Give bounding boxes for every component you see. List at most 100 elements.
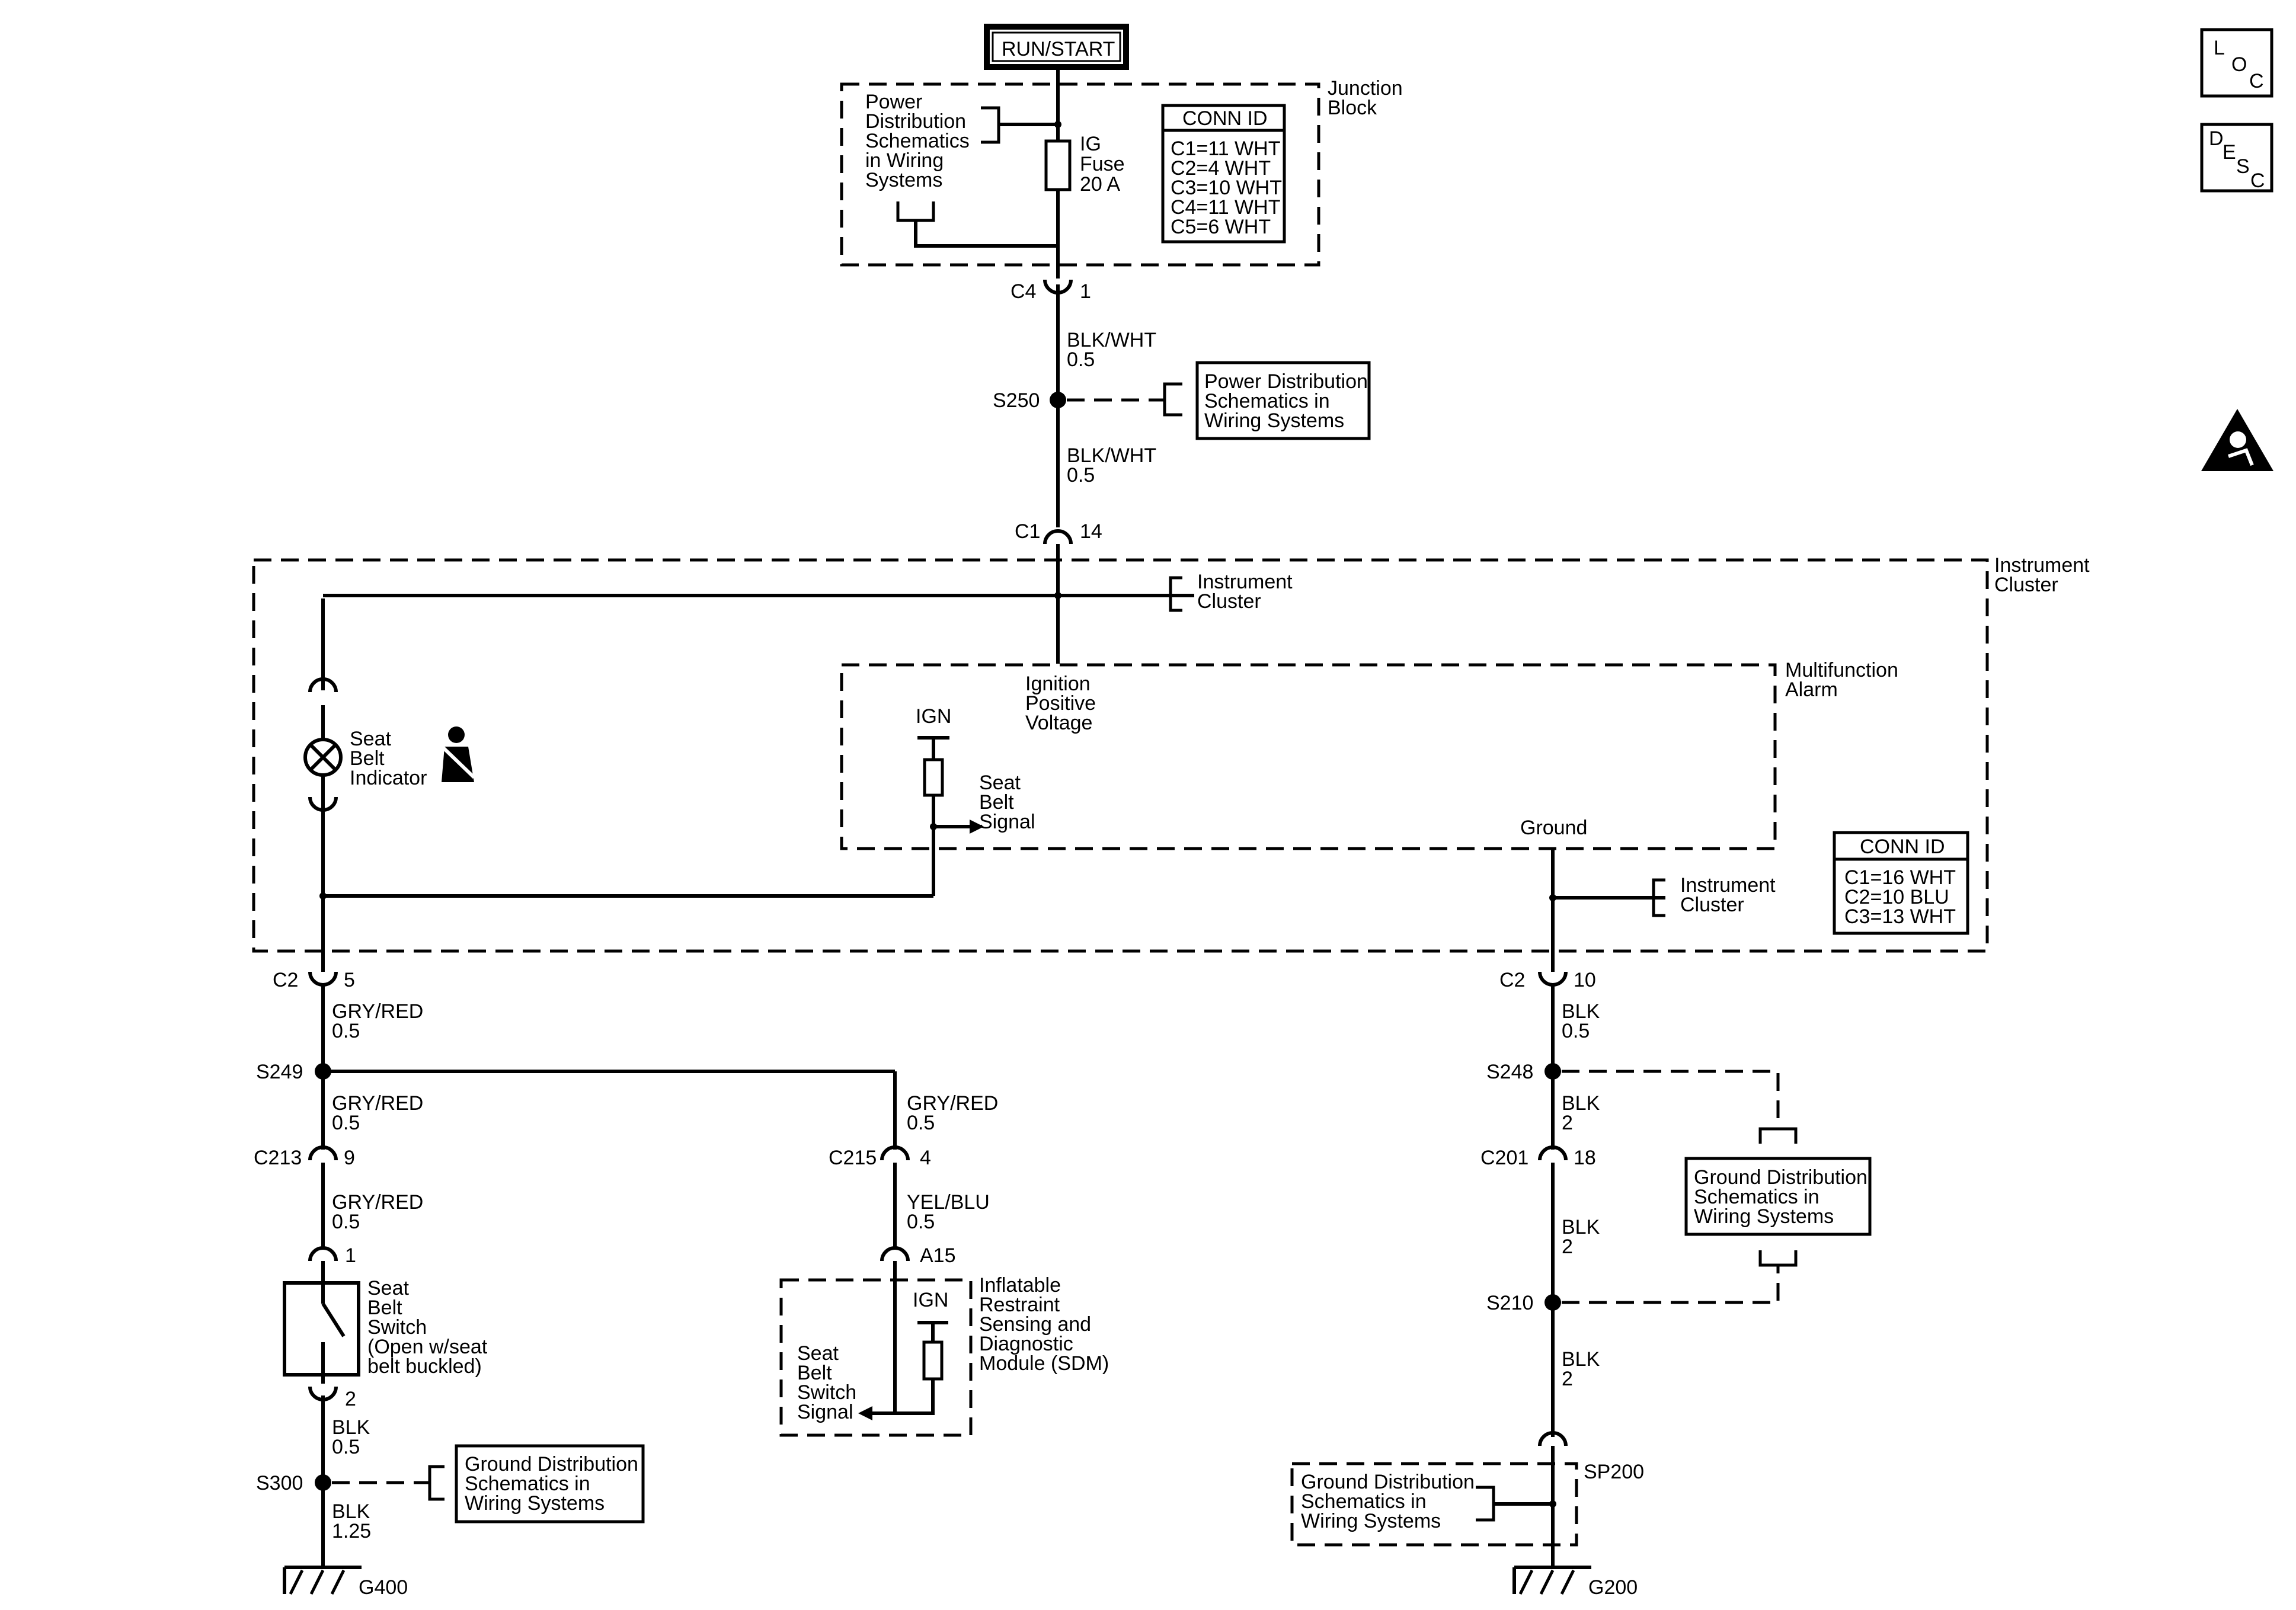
diagram-label: Distribution	[865, 110, 966, 133]
diagram-label: IGN	[916, 705, 951, 728]
diagram-label: Belt	[367, 1297, 402, 1319]
diagram-label: Instrument	[1680, 874, 1776, 897]
diagram-label: S300	[256, 1472, 303, 1494]
diagram-label: Belt	[797, 1362, 832, 1384]
g200-ground-symbol	[1512, 1566, 1591, 1595]
diagram-label: Schematics in	[1301, 1490, 1427, 1513]
diagram-label: Power Distribution	[1204, 370, 1368, 393]
s250-splice	[1050, 392, 1066, 408]
diagram-label: S210	[1486, 1292, 1533, 1314]
diagram-label: in Wiring	[865, 149, 944, 172]
g400-ground-symbol	[283, 1566, 362, 1595]
diagram-label: IGN	[913, 1289, 948, 1311]
c1-connector	[1043, 529, 1073, 545]
diagram-label: Instrument	[1994, 554, 2090, 577]
diagram-label: Cluster	[1197, 590, 1261, 613]
diagram-label: 20 A	[1080, 173, 1120, 196]
ig-fuse-symbol	[1044, 139, 1072, 191]
diagram-label: 2	[345, 1388, 356, 1410]
diagram-label: Instrument	[1197, 571, 1293, 593]
diagram-label: 1	[1080, 280, 1091, 303]
diagram-label: Switch	[797, 1381, 856, 1404]
diagram-label: Wiring Systems	[1301, 1510, 1441, 1532]
diagram-label: 4	[920, 1147, 931, 1169]
diagram-label: Schematics in	[1694, 1186, 1819, 1208]
diagram-label: C1=11 WHT	[1171, 137, 1280, 160]
run-start-box: RUN/START	[984, 24, 1129, 70]
diagram-label: Sensing and	[979, 1313, 1091, 1336]
diagram-label: Switch	[367, 1316, 427, 1339]
diagram-label: BLK	[1562, 1092, 1600, 1115]
diagram-label: BLK	[1562, 1000, 1600, 1023]
diagram-label: C4	[1011, 280, 1036, 303]
diagram-label: BLK	[1562, 1216, 1600, 1238]
diagram-label: BLK	[332, 1416, 370, 1439]
left-branch: C2 5 GRY/RED 0.5 S249 GRY/RED 0.5 C213 9…	[254, 969, 895, 1599]
diagram-label: 0.5	[332, 1112, 360, 1134]
diagram-label: Belt	[350, 747, 385, 770]
junction-block: Junction Block Power Distribution Schema…	[840, 77, 1403, 267]
diagram-label: C4=11 WHT	[1171, 196, 1280, 219]
diagram-label: Ground	[1520, 817, 1587, 839]
diagram-label: Ground Distribution	[1301, 1471, 1475, 1493]
diagram-label: 14	[1080, 520, 1102, 543]
diagram-label: 0.5	[332, 1436, 360, 1458]
diagram-label: D	[2209, 127, 2224, 150]
diagram-label: C3=10 WHT	[1171, 177, 1282, 199]
diagram-label: Diagnostic	[979, 1333, 1073, 1355]
diagram-label: Seat	[979, 772, 1021, 794]
diagram-label: Indicator	[350, 767, 427, 789]
diagram-label: GRY/RED	[907, 1092, 998, 1115]
diagram-label: S248	[1486, 1061, 1533, 1083]
seat-belt-icon	[442, 726, 476, 782]
diagram-label: L	[2214, 37, 2225, 59]
diagram-label: Seat	[367, 1277, 409, 1299]
diagram-label: C1	[1015, 520, 1040, 543]
diagram-label: 5	[344, 969, 355, 991]
diagram-label: GRY/RED	[332, 1191, 423, 1214]
diagram-label: C2=10 BLU	[1844, 886, 1949, 908]
airbag-warning-icon	[2201, 409, 2273, 471]
diagram-label: Multifunction	[1785, 659, 1898, 681]
diagram-label: Signal	[797, 1401, 853, 1423]
s248-splice	[1544, 1063, 1561, 1080]
diagram-label: 0.5	[1067, 348, 1095, 371]
diagram-label: E	[2223, 141, 2236, 164]
diagram-label: 0.5	[907, 1211, 935, 1233]
diagram-label: Block	[1328, 97, 1377, 119]
diagram-label: C213	[254, 1147, 302, 1169]
diagram-label: Schematics in	[465, 1473, 590, 1495]
diagram-label: 0.5	[1067, 464, 1095, 486]
diagram-label: 9	[344, 1147, 355, 1169]
diagram-label: 2	[1562, 1112, 1573, 1134]
diagram-label: belt buckled)	[367, 1355, 482, 1378]
diagram-label: Signal	[979, 811, 1035, 833]
diagram-label: Inflatable	[979, 1274, 1061, 1297]
diagram-label: 0.5	[907, 1112, 935, 1134]
diagram-label: Cluster	[1680, 894, 1744, 916]
desc-icon[interactable]: D E S C	[2200, 123, 2273, 193]
diagram-label: BLK/WHT	[1067, 329, 1156, 351]
diagram-label: 1.25	[332, 1520, 371, 1542]
cluster-conn-id-table	[1833, 831, 1969, 935]
diagram-label: 1	[345, 1244, 356, 1267]
right-branch: C2 10 BLK 0.5 S248 BLK 2 C201 18 BLK 2 S…	[1290, 849, 1872, 1599]
diagram-label: C201	[1480, 1147, 1528, 1169]
diagram-label: S250	[993, 389, 1040, 412]
diagram-label: GRY/RED	[332, 1000, 423, 1023]
diagram-label: CONN ID	[1182, 107, 1268, 130]
diagram-label: S249	[256, 1061, 303, 1083]
diagram-label: Voltage	[1025, 712, 1092, 734]
diagram-label: Ground Distribution	[1694, 1166, 1868, 1189]
loc-icon[interactable]: L O C	[2200, 28, 2273, 98]
diagram-label: Alarm	[1785, 678, 1838, 701]
diagram-label: O	[2231, 53, 2247, 76]
diagram-label: 2	[1562, 1235, 1573, 1258]
diagram-label: C1=16 WHT	[1844, 866, 1956, 889]
diagram-label: G200	[1588, 1576, 1638, 1599]
diagram-label: 0.5	[1562, 1020, 1590, 1042]
diagram-label: Schematics in	[1204, 390, 1330, 412]
diagram-label: BLK/WHT	[1067, 444, 1156, 467]
diagram-label: Ignition	[1025, 673, 1091, 695]
diagram-label: S	[2236, 155, 2250, 178]
